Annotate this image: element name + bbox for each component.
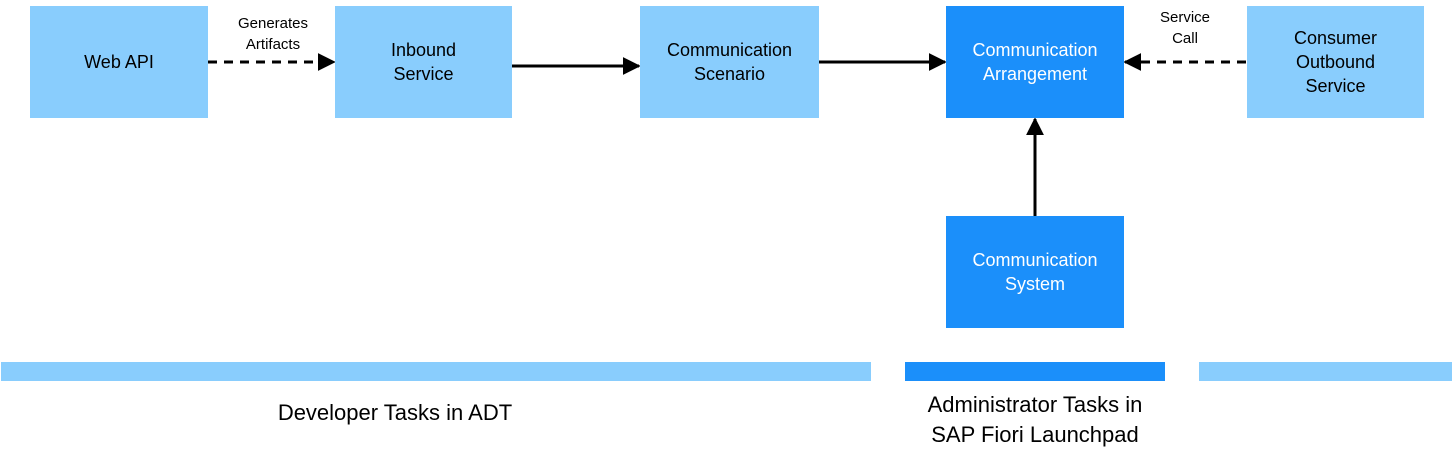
consumer-outbound-service-box: Consumer Outbound Service	[1247, 6, 1424, 118]
administrator-lane-bar	[905, 362, 1165, 381]
developer-lane-label: Developer Tasks in ADT	[277, 400, 513, 425]
service-call-label: Service Call	[1159, 9, 1211, 47]
communication-arrangement-box: Communication Arrangement	[946, 6, 1124, 118]
consumer-lane-bar	[1199, 362, 1452, 381]
communication-system-box: Communication System	[946, 216, 1124, 328]
generates-artifacts-label: Generates Artifacts	[237, 15, 309, 53]
inbound-service-box: Inbound Service	[335, 6, 512, 118]
developer-lane-bar	[1, 362, 871, 381]
administrator-lane-label: Administrator Tasks in SAP Fiori Launchp…	[927, 392, 1143, 447]
communication-scenario-box: Communication Scenario	[640, 6, 819, 118]
web-api-box: Web API	[30, 6, 208, 118]
